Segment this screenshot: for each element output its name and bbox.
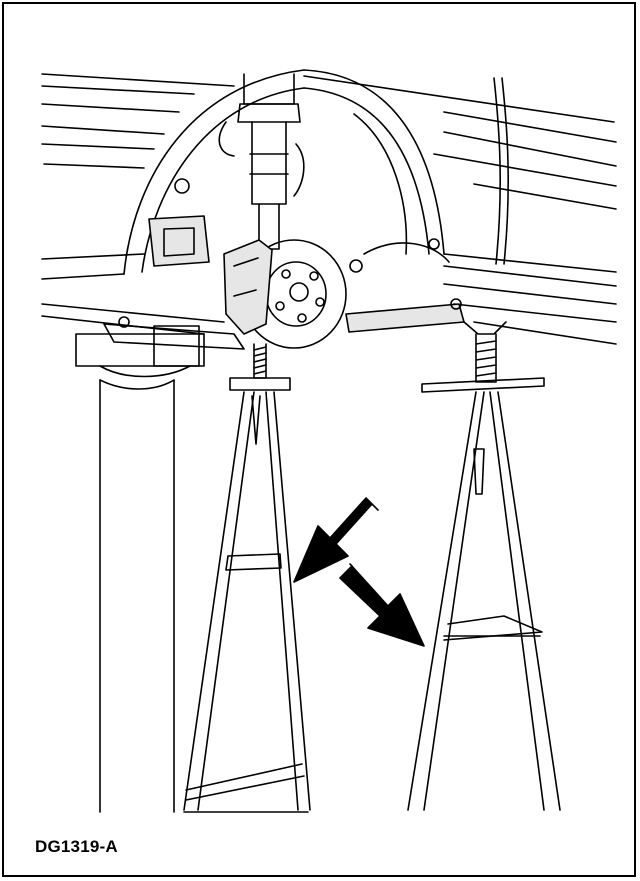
vehicle-body [41,73,617,345]
arrow-icon [339,563,425,647]
jack-stand-left [183,343,311,813]
arrow-icon [293,497,379,583]
wheel-well [123,69,450,275]
strut-assembly [218,73,305,250]
jack-stand-right [407,321,561,811]
vehicle-jack-stands-illustration [41,69,617,813]
brake-rotor-hub [223,239,347,349]
figure-label: DG1319-A [35,837,118,856]
lift-post [75,325,205,813]
